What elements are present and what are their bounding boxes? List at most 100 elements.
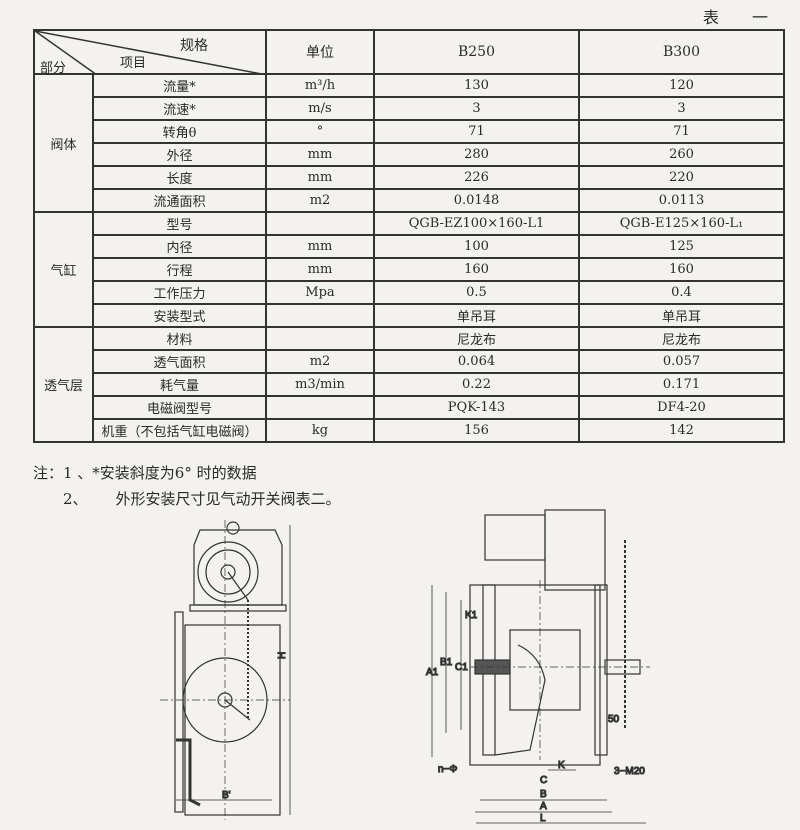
cell-item: 流速* [92,96,267,121]
cell-unit: m³/h [265,73,375,98]
cell-unit [265,326,375,351]
cell-b250: 单吊耳 [373,303,580,328]
cell-unit [265,303,375,328]
cell-item: 机重（不包括气缸电磁阀） [92,418,267,443]
notes: 注：1 、*安装斜度为6° 时的数据 2、 外形安装尺寸见气动开关阀表二。 [33,460,369,512]
cell-unit: mm [265,234,375,259]
side-view-drawing: H B' [160,520,291,820]
cell-b250: 0.064 [373,349,580,374]
cell-b250: 226 [373,165,580,190]
cell-b250: QGB-EZ100×160-L1 [373,211,580,236]
cell-b300: DF4-20 [578,395,785,420]
table-number: 表 一 [702,8,782,27]
cell-b300: 尼龙布 [578,326,785,351]
cell-unit: kg [265,418,375,443]
cell-b250: 130 [373,73,580,98]
front-view-drawing: A1 B1 C1 K1 50 n−Φ 3−M20 K C B A L [425,509,650,825]
note-2: 2、 外形安装尺寸见气动开关阀表二。 [33,486,369,512]
cell-item: 透气面积 [92,349,267,374]
cell-unit: m3/min [265,372,375,397]
header-part: 部分 [40,61,67,74]
cell-b300: 0.057 [578,349,785,374]
cell-b250: PQK-143 [373,395,580,420]
table-header-row: 规格 项目 部分 单位 B250 B300 [33,29,785,75]
cell-b250: 160 [373,257,580,282]
cell-b300: 125 [578,234,785,259]
cell-b300: 3 [578,96,785,121]
cell-b300: 260 [578,142,785,167]
cell-item: 行程 [92,257,267,282]
cell-unit: m/s [265,96,375,121]
table-row: 透气层材料 尼龙布尼龙布 [33,326,785,443]
cell-item: 工作压力 [92,280,267,305]
label-l: L [540,813,546,824]
cell-unit: m2 [265,188,375,213]
note-1: 注：1 、*安装斜度为6° 时的数据 [33,464,257,482]
cell-item: 电磁阀型号 [92,395,267,420]
cell-b250: 0.22 [373,372,580,397]
label-c1: C1 [455,662,468,673]
cell-item: 耗气量 [92,372,267,397]
cell-b300: 71 [578,119,785,144]
label-b1: B1 [440,657,453,668]
cell-item: 流量* [92,73,267,98]
group-label: 气缸 [33,211,94,328]
header-item: 项目 [120,56,147,71]
note-2-number: 2、 [63,490,88,508]
cell-unit: Mpa [265,280,375,305]
cell-b300: QGB-E125×160-L₁ [578,211,785,236]
label-h: H [277,652,288,659]
cell-item: 材料 [92,326,267,351]
header-unit: 单位 [265,29,375,75]
cell-unit [265,395,375,420]
technical-drawings: H B' A1 B1 C1 K1 50 n−Φ 3−M20 K C B A L [160,509,650,825]
cell-b300: 0.171 [578,372,785,397]
cell-unit: mm [265,165,375,190]
cell-b300: 220 [578,165,785,190]
cell-b250: 156 [373,418,580,443]
table-row: 安装型式 单吊耳单吊耳 [34,303,785,328]
group-label: 透气层 [33,326,94,443]
cell-b250: 3 [373,96,580,121]
cell-b250: 71 [373,119,580,144]
label-a1: A1 [426,667,439,678]
cell-b300: 0.4 [578,280,785,305]
label-50: 50 [608,714,620,725]
cell-unit: m2 [265,349,375,374]
cell-item: 转角θ [92,119,267,144]
label-b-prime: B' [222,790,231,801]
cell-b250: 0.0148 [373,188,580,213]
cell-item: 型号 [92,211,267,236]
label-b: B [540,789,547,800]
label-n-phi: n−Φ [438,764,457,775]
header-b300: B300 [578,29,785,75]
note-2-text: 外形安装尺寸见气动开关阀表二。 [115,490,341,508]
cell-unit: mm [265,142,375,167]
label-k1: K1 [465,610,478,621]
cell-item: 安装型式 [92,303,267,328]
cell-unit: ° [265,119,375,144]
cell-b300: 120 [578,73,785,98]
cell-unit [265,211,375,236]
cell-b250: 尼龙布 [373,326,580,351]
header-spec: 规格 [180,38,208,54]
cell-b250: 0.5 [373,280,580,305]
cell-b250: 100 [373,234,580,259]
cell-item: 内径 [92,234,267,259]
header-b250: B250 [373,29,580,75]
cell-item: 流通面积 [92,188,267,213]
label-c: C [540,775,547,786]
cell-b300: 160 [578,257,785,282]
cell-b300: 单吊耳 [578,303,785,328]
